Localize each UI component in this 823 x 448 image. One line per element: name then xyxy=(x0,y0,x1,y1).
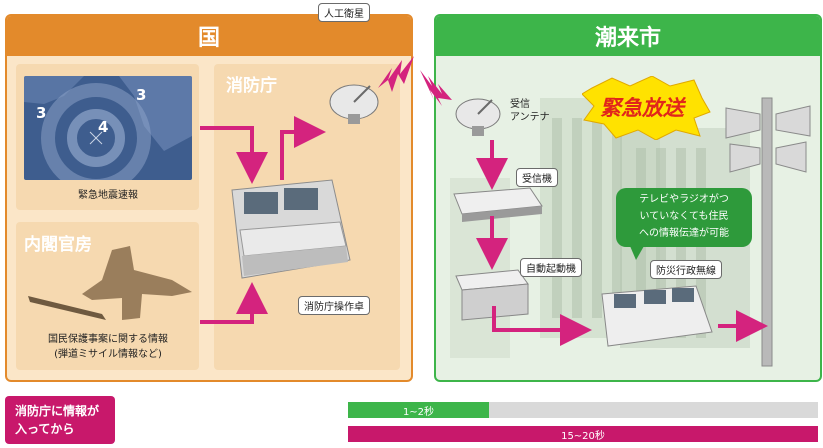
bubble-line: いていなくても住民 xyxy=(639,211,729,222)
jma-caption: 緊急地震速報 xyxy=(78,190,138,201)
cabinet-title: 内閣官房 xyxy=(24,235,92,255)
bubble-line: への情報伝達が可能 xyxy=(639,228,729,239)
national-header: 国 xyxy=(7,16,411,56)
earthquake-map: 3 3 4 xyxy=(24,76,192,180)
timeline-label-box: 消防庁に情報が 入ってから xyxy=(5,396,115,444)
cabinet-caption-line2: (弾道ミサイル情報など) xyxy=(54,349,162,360)
intensity-label: 3 xyxy=(36,104,47,122)
loudspeaker-pole xyxy=(725,97,811,367)
cabinet-caption: 国民保護事案に関する情報 (弾道ミサイル情報など) xyxy=(20,332,196,362)
city-header: 潮来市 xyxy=(436,16,820,56)
cabinet-caption-line1: 国民保護事案に関する情報 xyxy=(48,334,168,345)
fdma-title: 消防庁 xyxy=(226,76,277,96)
receiver-device xyxy=(453,187,543,222)
disaster-radio-console xyxy=(601,285,713,347)
antenna-label: 受信 アンテナ xyxy=(510,98,550,124)
fdma-console xyxy=(231,179,351,279)
receiver-label: 受信機 xyxy=(516,168,558,187)
timeline-bar-fast: 1~2秒 xyxy=(348,402,489,418)
timeline-label-line1: 消防庁に情報が xyxy=(15,404,100,418)
info-bubble: テレビやラジオがつ いていなくても住民 への情報伝達が可能 xyxy=(616,188,752,247)
satellite-label: 人工衛星 xyxy=(318,3,370,22)
disaster-radio-label: 防災行政無線 xyxy=(650,260,722,279)
bubble-tail xyxy=(630,246,644,260)
intensity-label: 3 xyxy=(136,86,147,104)
fdma-dish-icon xyxy=(329,84,379,124)
bubble-line: テレビやラジオがつ xyxy=(639,194,729,205)
intensity-label: 4 xyxy=(98,118,109,136)
timeline-bar-slow: 15~20秒 xyxy=(348,426,818,442)
missile-silhouette xyxy=(28,246,192,320)
emergency-text: 緊急放送 xyxy=(600,96,684,120)
auto-starter-label: 自動起動機 xyxy=(520,258,582,277)
antenna-label-line2: アンテナ xyxy=(510,112,550,123)
antenna-label-line1: 受信 xyxy=(510,99,530,110)
fdma-console-label: 消防庁操作卓 xyxy=(298,296,370,315)
auto-starter-device xyxy=(455,269,529,321)
earthquake-map-graphic xyxy=(24,76,192,180)
timeline-label-line2: 入ってから xyxy=(15,422,75,436)
emergency-burst xyxy=(582,76,711,140)
receiving-antenna-icon xyxy=(455,98,501,136)
